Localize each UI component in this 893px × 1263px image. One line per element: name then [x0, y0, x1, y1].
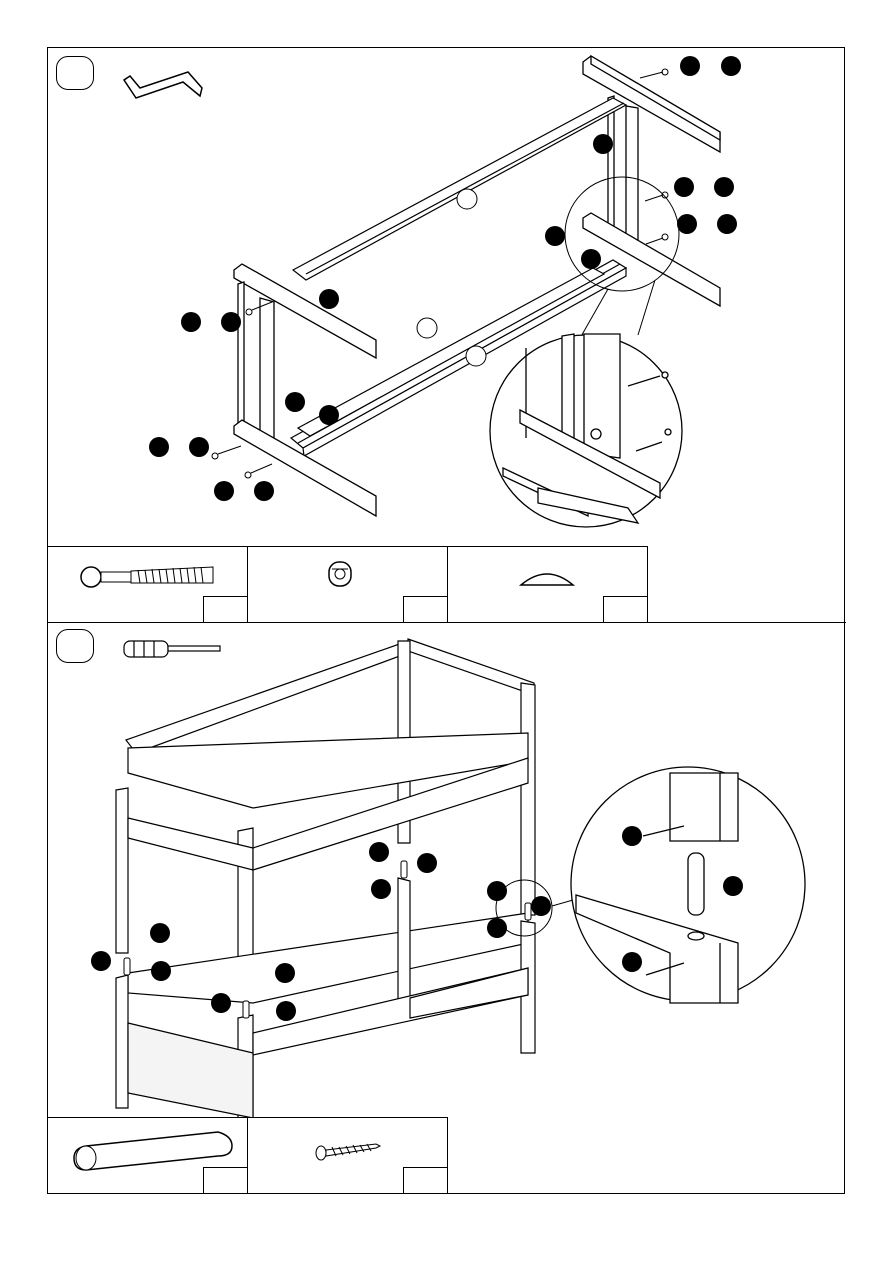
qty-box	[403, 596, 447, 622]
part-wooden-dowel	[48, 1117, 248, 1193]
step-1-panel	[48, 48, 846, 623]
qty-box	[603, 596, 647, 622]
qty-box	[203, 596, 247, 622]
part-wood-screw	[248, 1117, 448, 1193]
screwdriver-icon	[124, 641, 220, 657]
bottom-bunk	[116, 878, 535, 1118]
qty-box	[203, 1167, 247, 1193]
step-1-diagram	[48, 48, 846, 548]
part-connector-bolt	[48, 546, 248, 622]
detail-view	[490, 334, 682, 527]
detail-view	[571, 767, 805, 1003]
end-frame-front	[234, 264, 376, 516]
allen-key-icon	[124, 72, 202, 98]
side-rail-back	[293, 98, 626, 280]
step-2-parts-row	[48, 1117, 448, 1193]
step-2-panel	[48, 623, 846, 1193]
instruction-page	[47, 47, 845, 1194]
step-1-parts-row	[48, 546, 648, 622]
part-barrel-nut	[248, 546, 448, 622]
step-2-diagram	[48, 623, 846, 1118]
qty-box	[403, 1167, 447, 1193]
part-cap-cover	[448, 546, 648, 622]
